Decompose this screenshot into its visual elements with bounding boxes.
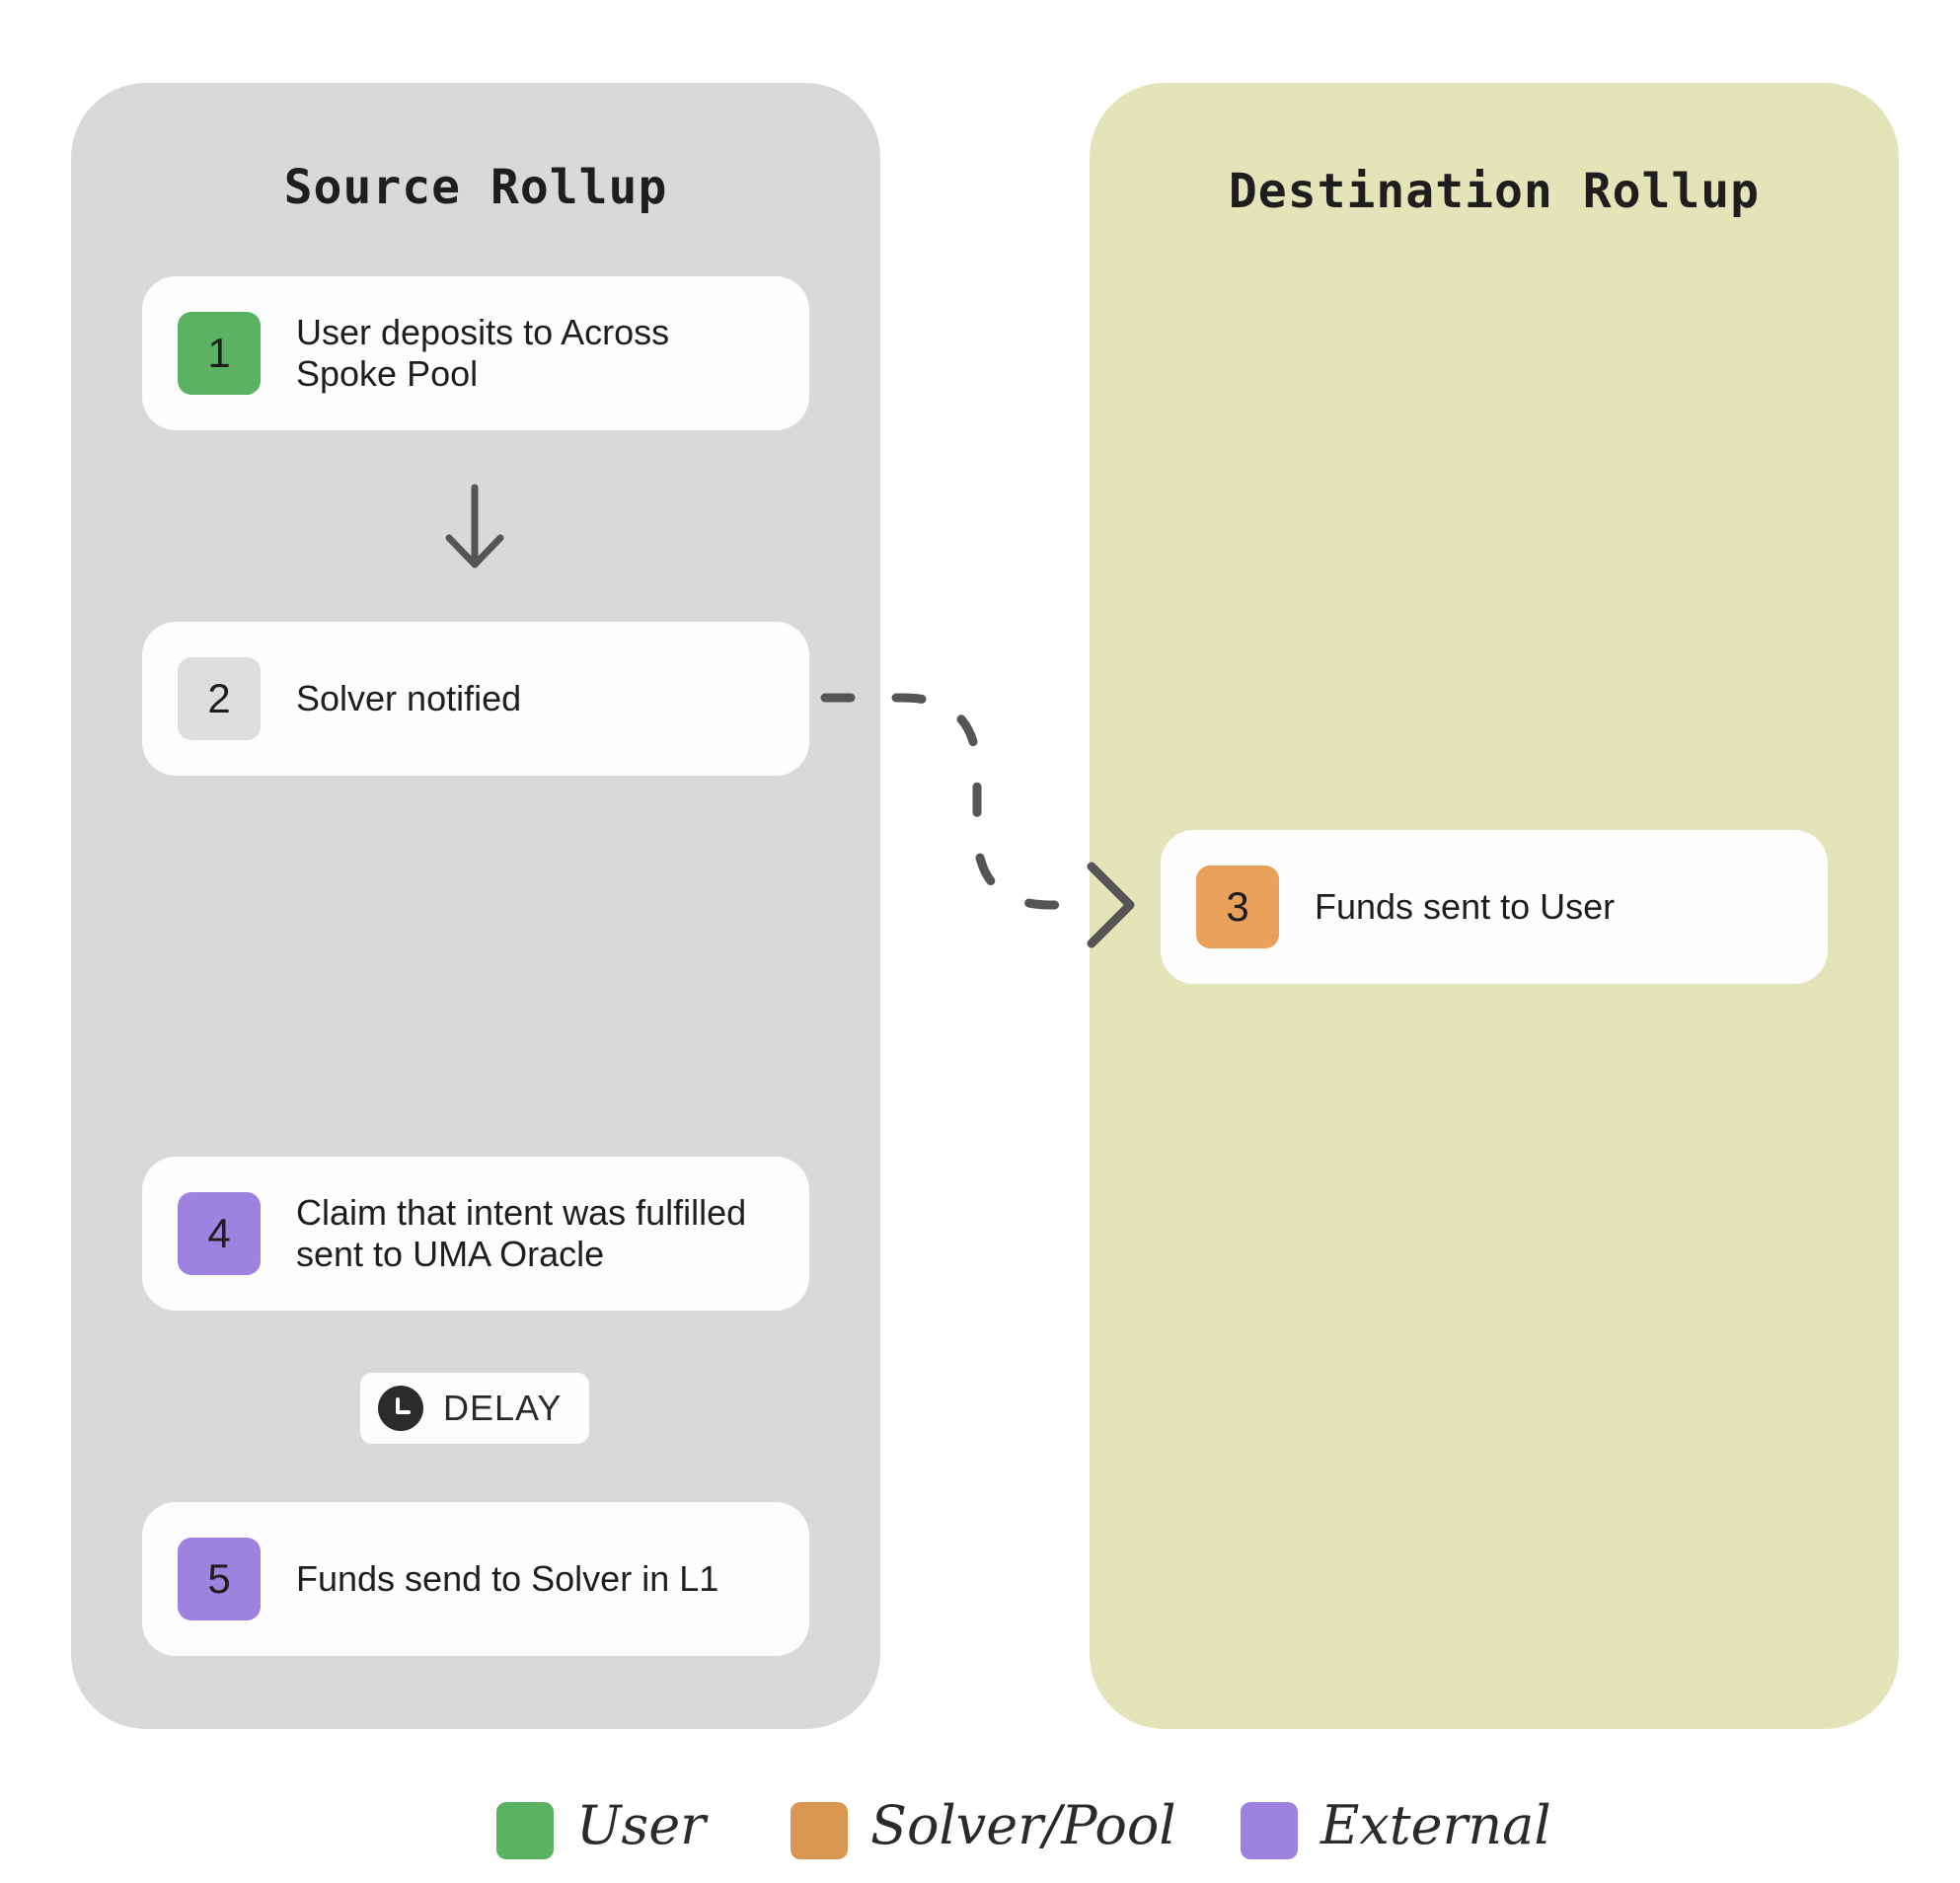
step-1-card: 1 User deposits to Across Spoke Pool (142, 276, 809, 430)
legend-label-external: External (1320, 1794, 1551, 1856)
step-4-text: Claim that intent was fulfilled sent to … (296, 1192, 747, 1274)
step-2-text: Solver notified (296, 678, 522, 718)
step-5-text: Funds send to Solver in L1 (296, 1558, 719, 1599)
clock-icon (378, 1386, 423, 1431)
legend-label-solver-pool: Solver/Pool (870, 1794, 1176, 1856)
destination-rollup-title: Destination Rollup (1228, 164, 1761, 219)
step-3-card: 3 Funds sent to User (1161, 830, 1828, 984)
step-4-badge: 4 (178, 1192, 261, 1275)
dashed-arrow-right-icon (820, 693, 1135, 948)
step-1-text: User deposits to Across Spoke Pool (296, 312, 670, 394)
delay-pill: DELAY (360, 1373, 589, 1444)
step-3-text: Funds sent to User (1315, 886, 1616, 927)
step-3-badge: 3 (1196, 866, 1279, 948)
arrow-down-icon (445, 484, 504, 568)
legend-swatch-user (496, 1802, 554, 1859)
legend-swatch-solver-pool (791, 1802, 848, 1859)
source-rollup-title: Source Rollup (283, 160, 668, 215)
delay-label: DELAY (443, 1388, 563, 1428)
step-5-card: 5 Funds send to Solver in L1 (142, 1502, 809, 1656)
legend-swatch-external (1241, 1802, 1298, 1859)
step-1-badge: 1 (178, 312, 261, 395)
step-5-badge: 5 (178, 1538, 261, 1620)
step-2-card: 2 Solver notified (142, 622, 809, 776)
step-2-badge: 2 (178, 657, 261, 740)
step-4-card: 4 Claim that intent was fulfilled sent t… (142, 1157, 809, 1311)
legend-label-user: User (576, 1794, 706, 1856)
